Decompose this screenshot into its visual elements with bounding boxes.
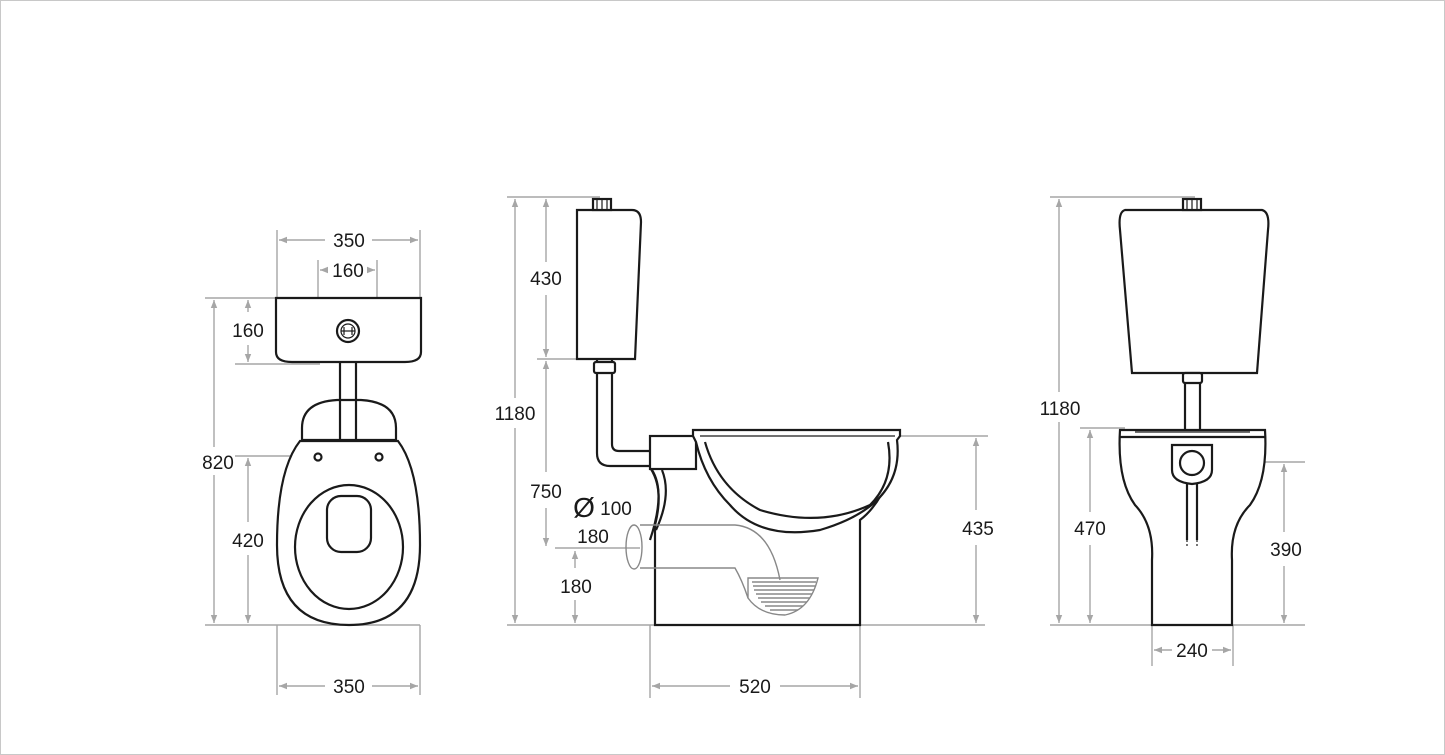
- top-view: 350 160 160 820 420 350: [202, 230, 423, 698]
- dim-bowl-height: 435: [962, 519, 994, 540]
- dim-inlet-height: 470: [1074, 519, 1106, 540]
- cistern-front: [1118, 208, 1270, 375]
- side-view: 1180 430 750 Ø 100 180 180 435 520: [495, 196, 994, 698]
- pan-front: [1118, 428, 1267, 627]
- bowl-top-outline: [275, 439, 422, 627]
- dim-button-offset: 160: [332, 261, 364, 282]
- dim-base-width: 240: [1176, 641, 1208, 662]
- cistern-side: [575, 208, 643, 361]
- dim-pipe-diameter: 100: [600, 499, 632, 520]
- dim-seat-depth: 420: [232, 531, 264, 552]
- front-view: 1180 470 390 240: [1040, 196, 1305, 666]
- dim-outlet-height-front: 390: [1270, 540, 1302, 561]
- dim-outlet-floor: 180: [560, 577, 592, 598]
- water-lines: [752, 581, 816, 611]
- diameter-symbol: Ø: [573, 492, 595, 523]
- dim-overall-depth: 820: [202, 453, 234, 474]
- dim-tank-height: 430: [530, 269, 562, 290]
- dim-tank-depth: 160: [232, 321, 264, 342]
- dim-outlet-center: 180: [577, 527, 609, 548]
- flush-button-icon: [335, 318, 361, 344]
- dim-side-height: 1180: [495, 404, 536, 425]
- dim-front-height: 1180: [1040, 399, 1081, 420]
- dim-bottom-width: 350: [333, 677, 365, 698]
- dim-top-width: 350: [333, 231, 365, 252]
- tank-top-outline: [274, 296, 423, 364]
- dim-base-length: 520: [739, 677, 771, 698]
- dim-outlet-height: 750: [530, 482, 562, 503]
